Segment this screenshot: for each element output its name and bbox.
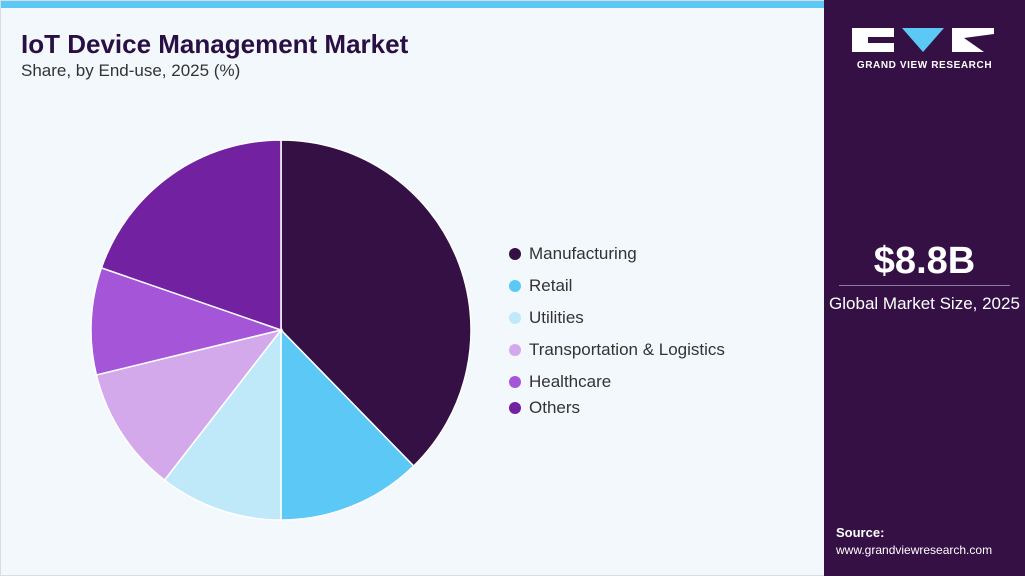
top-accent-bar bbox=[1, 1, 825, 8]
legend-item: Others bbox=[509, 395, 725, 421]
market-size-label: Global Market Size, 2025 bbox=[829, 294, 1020, 313]
chart-title: IoT Device Management Market bbox=[21, 29, 409, 59]
side-panel: GRAND VIEW RESEARCH $8.8B Global Market … bbox=[824, 0, 1025, 576]
pie-slice-healthcare bbox=[90, 266, 284, 376]
pie-slice-retail bbox=[280, 328, 415, 521]
legend-label: Retail bbox=[529, 276, 573, 295]
legend-swatch bbox=[509, 402, 521, 414]
legend-item: Retail bbox=[509, 273, 725, 299]
pie-slice-utilities bbox=[163, 327, 282, 521]
pie-slice-others bbox=[100, 139, 282, 332]
legend-label: Utilities bbox=[529, 308, 584, 327]
divider bbox=[839, 285, 1010, 286]
pie-chart bbox=[86, 136, 476, 526]
gvr-logo bbox=[852, 28, 994, 52]
legend-item: Healthcare bbox=[509, 369, 725, 395]
chart-subtitle: Share, by End-use, 2025 (%) bbox=[21, 61, 241, 80]
pie-slice-manufacturing bbox=[280, 139, 472, 468]
legend-swatch bbox=[509, 248, 521, 260]
legend-label: Others bbox=[529, 398, 581, 417]
legend-item: Transportation & Logistics bbox=[509, 337, 725, 363]
pie-slice-transportation-logistics bbox=[95, 328, 283, 482]
legend-swatch bbox=[509, 344, 521, 356]
legend-swatch bbox=[509, 312, 521, 324]
source-label: Source: bbox=[836, 525, 885, 540]
legend-label: Transportation & Logistics bbox=[529, 340, 725, 359]
legend-item: Utilities bbox=[509, 305, 725, 331]
brand-name: GRAND VIEW RESEARCH bbox=[856, 60, 993, 71]
legend-item: Manufacturing bbox=[509, 241, 725, 267]
legend-label: Healthcare bbox=[529, 372, 612, 391]
legend-swatch bbox=[509, 280, 521, 292]
market-size-value: $8.8B bbox=[873, 240, 976, 282]
pie-chart-svg bbox=[90, 139, 472, 521]
legend-swatch bbox=[509, 376, 521, 388]
source-link[interactable]: www.grandviewresearch.com bbox=[836, 543, 993, 557]
legend-label: Manufacturing bbox=[529, 244, 637, 263]
